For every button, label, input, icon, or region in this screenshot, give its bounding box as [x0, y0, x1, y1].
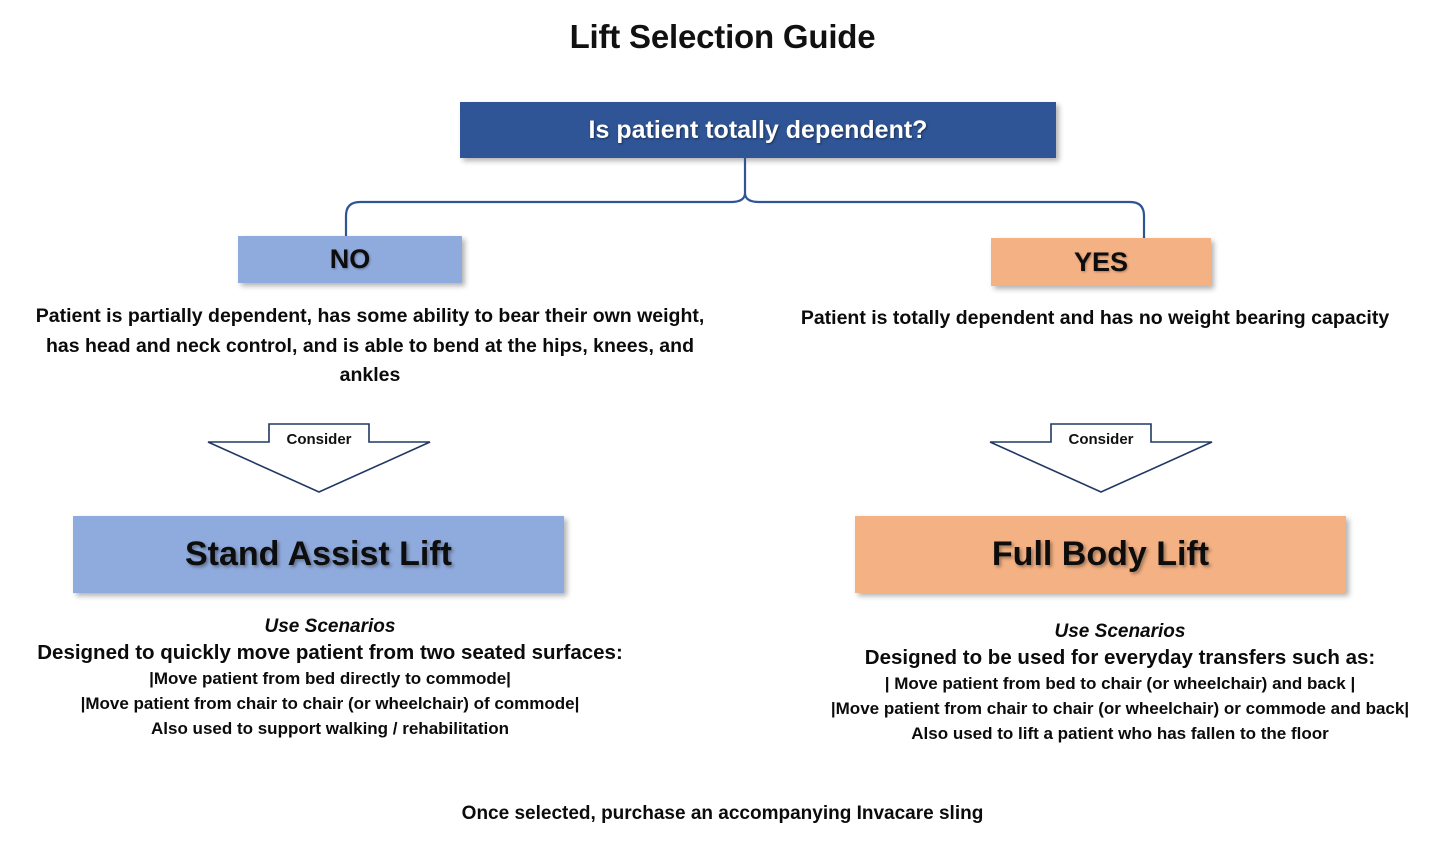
- result-box-stand-assist-lift[interactable]: Stand Assist Lift: [73, 516, 564, 593]
- consider-label-right: Consider: [1068, 431, 1134, 448]
- footer-note: Once selected, purchase an accompanying …: [461, 803, 984, 824]
- branch-no-description: Patient is partially dependent, has some…: [35, 305, 705, 387]
- scenarios-block-right: Use Scenarios Designed to be used for ev…: [800, 621, 1440, 747]
- scenarios-item-right-3: Also used to lift a patient who has fall…: [911, 723, 1329, 743]
- branch-answer-yes[interactable]: YES: [991, 238, 1211, 286]
- branch-answer-yes-label: YES: [1073, 246, 1129, 277]
- scenarios-item-left-3: Also used to support walking / rehabilit…: [151, 718, 509, 738]
- branch-connector: [344, 158, 1146, 240]
- decision-question-box[interactable]: Is patient totally dependent?: [460, 102, 1056, 158]
- scenarios-lead-left: Designed to quickly move patient from tw…: [37, 641, 623, 664]
- scenarios-item-right-2: |Move patient from chair to chair (or wh…: [830, 698, 1410, 718]
- scenarios-lead-right: Designed to be used for everyday transfe…: [864, 646, 1376, 669]
- scenarios-item-left-2: |Move patient from chair to chair (or wh…: [80, 693, 580, 713]
- result-label-stand-assist-lift: Stand Assist Lift: [185, 535, 452, 573]
- scenarios-heading-left: Use Scenarios: [264, 616, 396, 637]
- result-box-full-body-lift[interactable]: Full Body Lift: [855, 516, 1346, 593]
- branch-yes-description: Patient is totally dependent and has no …: [800, 307, 1390, 329]
- branch-answer-no[interactable]: NO: [238, 236, 462, 283]
- scenarios-block-left: Use Scenarios Designed to quickly move p…: [10, 616, 650, 742]
- consider-label-left: Consider: [286, 431, 352, 448]
- scenarios-item-left-1: |Move patient from bed directly to commo…: [149, 669, 511, 688]
- scenarios-heading-right: Use Scenarios: [1054, 621, 1186, 642]
- result-label-full-body-lift: Full Body Lift: [991, 535, 1210, 573]
- consider-arrow-right-icon: [989, 423, 1213, 493]
- consider-arrow-left-icon: [207, 423, 431, 493]
- page-title: Lift Selection Guide: [569, 18, 876, 55]
- branch-answer-no-label: NO: [329, 244, 371, 274]
- scenarios-item-right-1: | Move patient from bed to chair (or whe…: [884, 674, 1356, 693]
- decision-question-label: Is patient totally dependent?: [588, 115, 928, 144]
